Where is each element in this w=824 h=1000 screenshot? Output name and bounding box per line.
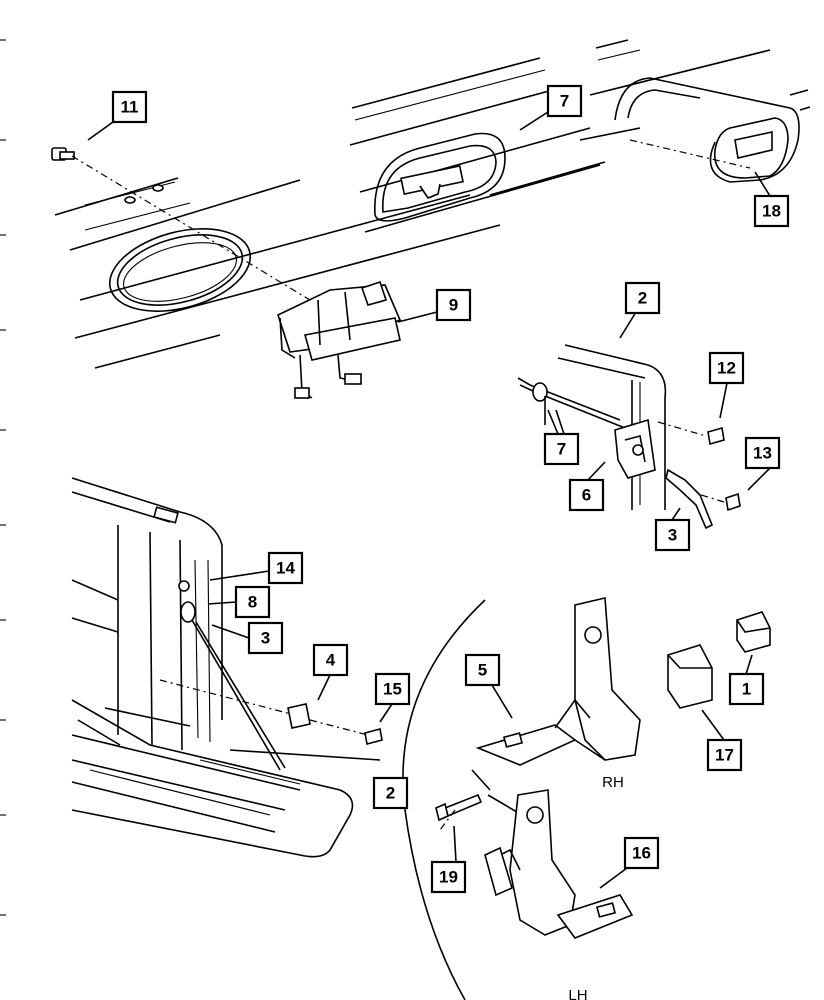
callout-1: 1 (728, 672, 765, 706)
svg-text:7: 7 (560, 92, 569, 111)
svg-text:17: 17 (715, 746, 734, 765)
fastener-screw-11 (51, 147, 311, 301)
svg-text:1: 1 (742, 680, 751, 699)
svg-text:5: 5 (478, 661, 487, 680)
support-cable-3 (178, 580, 286, 771)
handle-in-bezel-7 (374, 132, 506, 222)
hinge-cup-17 (667, 644, 713, 709)
svg-text:13: 13 (753, 444, 772, 463)
hinge-bracket-lh (484, 789, 634, 939)
callout-5: 5 (464, 653, 501, 687)
svg-text:19: 19 (439, 868, 458, 887)
latch-rod-7 (517, 377, 626, 429)
callout-11: 11 (111, 90, 148, 124)
truck-bed-sidewall (71, 477, 223, 751)
tailgate-lowered (71, 699, 354, 858)
left-margin-ticks (0, 39, 6, 916)
callout-15: 15 (374, 672, 411, 706)
handle-bezel-18 (614, 77, 800, 183)
svg-text:3: 3 (261, 629, 270, 648)
callout-17: 17 (706, 738, 743, 772)
handle-bezel-opening (108, 228, 252, 312)
callout-9: 9 (435, 288, 472, 322)
tailgate-panel-top-right (579, 39, 811, 141)
callout-2-top: 2 (624, 281, 661, 315)
svg-text:4: 4 (326, 651, 336, 670)
callout-19: 19 (430, 860, 467, 894)
latch-mechanism-6 (614, 418, 656, 479)
callout-8: 8 (234, 585, 271, 619)
svg-text:15: 15 (383, 680, 402, 699)
screw-13 (684, 489, 741, 512)
label-rh: RH (602, 774, 624, 791)
callout-7-top: 7 (546, 84, 583, 118)
screw-12 (657, 421, 725, 446)
svg-text:7: 7 (557, 440, 566, 459)
svg-text:12: 12 (717, 359, 736, 378)
callout-3-left: 3 (247, 621, 284, 655)
callout-13: 13 (744, 436, 781, 470)
callout-3-right: 3 (654, 518, 691, 552)
tailgate-panel-top-left (54, 177, 501, 369)
callout-4: 4 (312, 643, 349, 677)
callout-18: 18 (753, 194, 790, 228)
callout-6: 6 (568, 478, 605, 512)
svg-text:9: 9 (449, 296, 458, 315)
svg-text:16: 16 (632, 844, 651, 863)
callout-12: 12 (708, 351, 745, 385)
callout-7-mid: 7 (543, 432, 580, 466)
svg-text:3: 3 (668, 526, 677, 545)
leader-lines (87, 111, 771, 889)
callout-14: 14 (267, 551, 304, 585)
striker-pin-4 (159, 679, 383, 745)
svg-text:8: 8 (248, 593, 257, 612)
label-lh: LH (568, 987, 587, 1000)
svg-text:14: 14 (276, 559, 295, 578)
callout-2-bottom: 2 (372, 776, 409, 810)
hinge-bushing-1 (736, 611, 771, 653)
svg-text:18: 18 (762, 202, 781, 221)
svg-text:2: 2 (386, 784, 395, 803)
svg-text:2: 2 (638, 289, 647, 308)
hinge-bracket-rh (475, 597, 641, 766)
tailgate-panel-top-center (349, 57, 606, 233)
latch-link-3 (665, 468, 714, 530)
svg-text:6: 6 (582, 486, 591, 505)
handle-assembly-9 (277, 280, 402, 399)
detail-circle-arc (402, 599, 486, 1000)
svg-text:11: 11 (121, 98, 139, 117)
callout-16: 16 (623, 836, 660, 870)
bolt-19 (435, 769, 523, 831)
